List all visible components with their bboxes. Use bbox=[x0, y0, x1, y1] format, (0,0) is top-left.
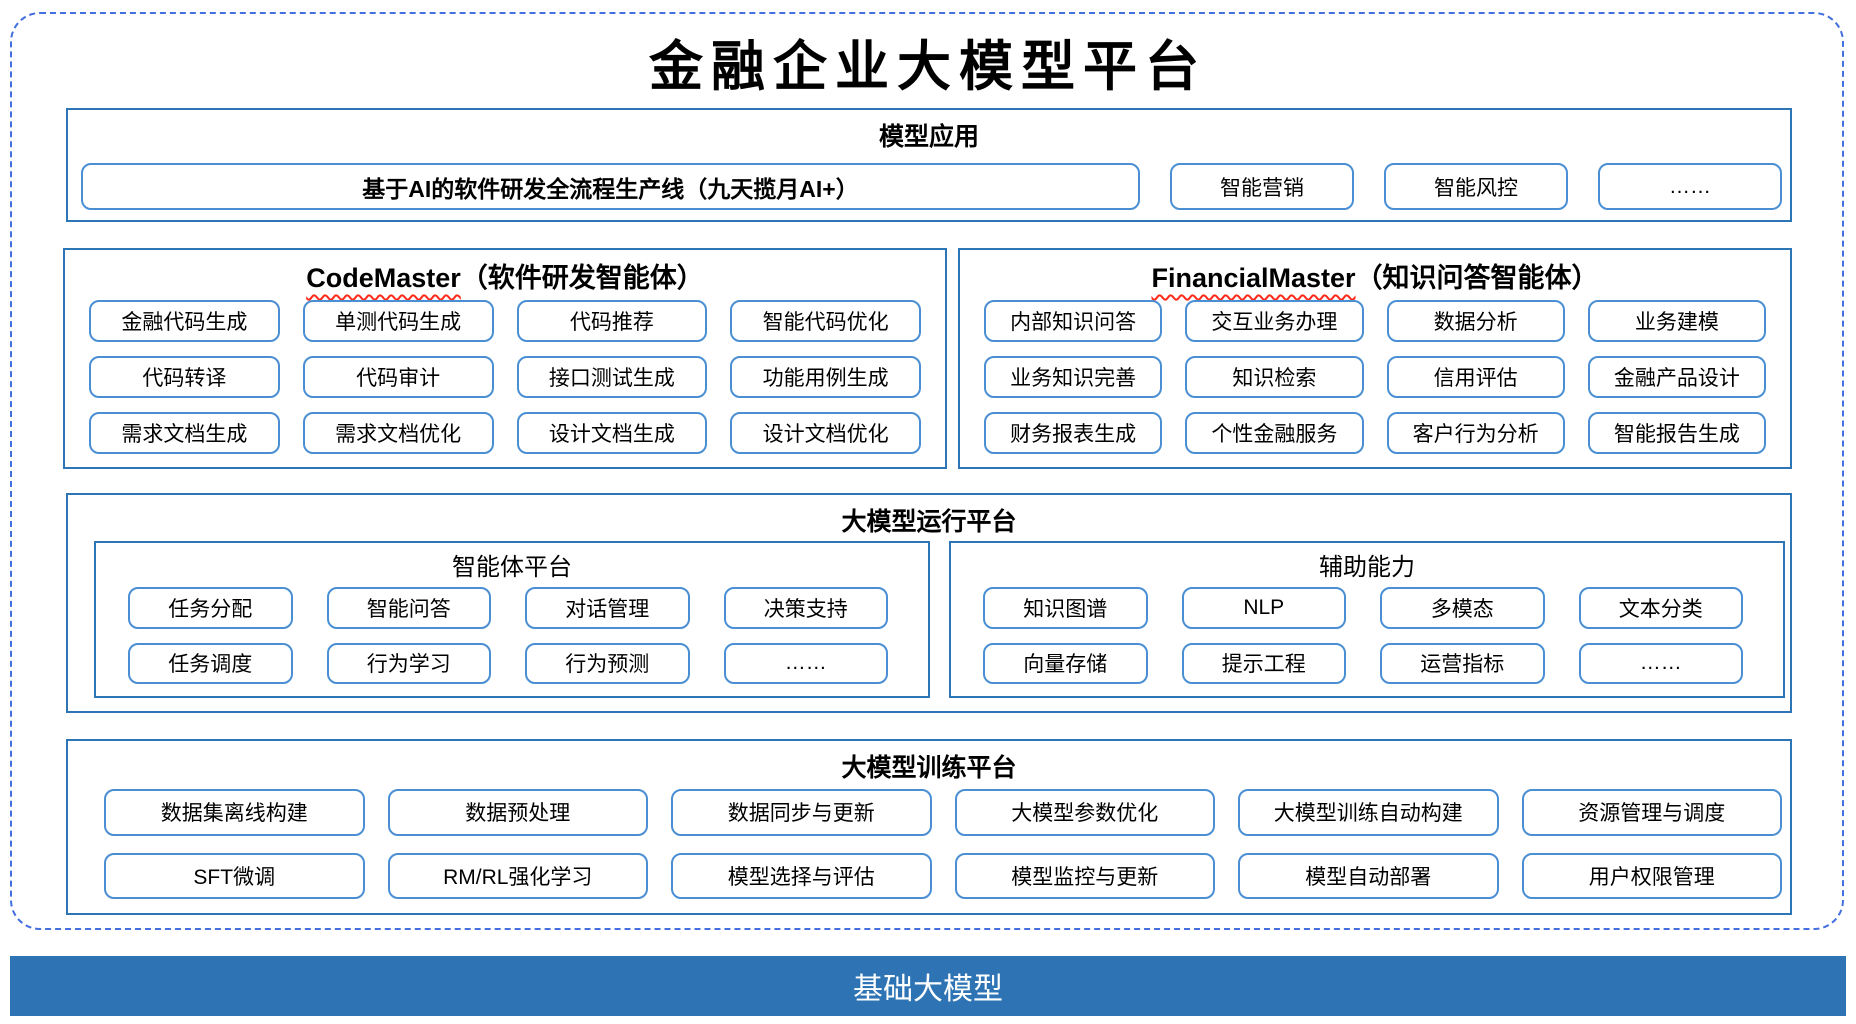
capability-box: 大模型训练自动构建 bbox=[1238, 789, 1499, 836]
capability-box: SFT微调 bbox=[104, 852, 365, 899]
capability-box: 智能营销 bbox=[1170, 163, 1354, 210]
section-runtime-platform: 大模型运行平台 智能体平台 任务分配 智能问答 对话管理 决策支持 任务调度 行… bbox=[66, 493, 1792, 713]
financialmaster-title-en: FinancialMaster bbox=[1151, 263, 1356, 293]
capability-box: 模型选择与评估 bbox=[671, 852, 932, 899]
codemaster-grid: 金融代码生成 单测代码生成 代码推荐 智能代码优化 代码转译 代码审计 接口测试… bbox=[89, 300, 921, 454]
section-codemaster: CodeMaster（软件研发智能体） 金融代码生成 单测代码生成 代码推荐 智… bbox=[63, 248, 947, 469]
section-model-application: 模型应用 基于AI的软件研发全流程生产线（九天揽月AI+） 智能营销 智能风控 … bbox=[66, 108, 1792, 222]
subpanel-auxiliary: 辅助能力 知识图谱 NLP 多模态 文本分类 向量存储 提示工程 运营指标 …… bbox=[949, 541, 1785, 698]
capability-box: 用户权限管理 bbox=[1521, 852, 1782, 899]
capability-box: 智能问答 bbox=[326, 587, 491, 629]
capability-box: 金融产品设计 bbox=[1587, 356, 1766, 398]
capability-box: 数据集离线构建 bbox=[104, 789, 365, 836]
ellipsis-box: …… bbox=[1598, 163, 1782, 210]
capability-box: 代码转译 bbox=[89, 356, 280, 398]
capability-box: 数据预处理 bbox=[387, 789, 648, 836]
capability-box: 模型自动部署 bbox=[1238, 852, 1499, 899]
section-title: 大模型运行平台 bbox=[841, 508, 1017, 536]
main-title: 金融企业大模型平台 bbox=[649, 34, 1207, 98]
capability-box: 决策支持 bbox=[723, 587, 888, 629]
financialmaster-grid: 内部知识问答 交互业务办理 数据分析 业务建模 业务知识完善 知识检索 信用评估… bbox=[984, 300, 1766, 454]
capability-box: 数据分析 bbox=[1386, 300, 1565, 342]
outer-dashed-frame bbox=[10, 12, 1844, 930]
financialmaster-title: FinancialMaster（知识问答智能体） bbox=[960, 256, 1790, 295]
agent-platform-grid: 任务分配 智能问答 对话管理 决策支持 任务调度 行为学习 行为预测 …… bbox=[128, 587, 888, 684]
section-title: 模型应用 bbox=[878, 123, 979, 151]
capability-box: 金融代码生成 bbox=[89, 300, 280, 342]
capability-box: 接口测试生成 bbox=[516, 356, 708, 398]
codemaster-title: CodeMaster（软件研发智能体） bbox=[65, 256, 945, 295]
capability-box: 交互业务办理 bbox=[1185, 300, 1364, 342]
runtime-subpanels: 智能体平台 任务分配 智能问答 对话管理 决策支持 任务调度 行为学习 行为预测… bbox=[94, 541, 1785, 698]
base-model-bar: 基础大模型 bbox=[10, 956, 1846, 1016]
capability-box: 运营指标 bbox=[1380, 642, 1545, 684]
capability-box: 智能风控 bbox=[1384, 163, 1568, 210]
capability-box: 业务建模 bbox=[1587, 300, 1766, 342]
ellipsis-box: …… bbox=[723, 642, 888, 684]
capability-box: RM/RL强化学习 bbox=[387, 852, 648, 899]
capability-box: 信用评估 bbox=[1386, 356, 1565, 398]
subpanel-agent-platform: 智能体平台 任务分配 智能问答 对话管理 决策支持 任务调度 行为学习 行为预测… bbox=[94, 541, 930, 698]
capability-box: 大模型参数优化 bbox=[954, 789, 1215, 836]
capability-box: 业务知识完善 bbox=[984, 356, 1163, 398]
capability-box: 模型监控与更新 bbox=[954, 852, 1215, 899]
capability-box: 对话管理 bbox=[525, 587, 690, 629]
capability-box: 多模态 bbox=[1380, 587, 1545, 629]
capability-box: 行为预测 bbox=[525, 642, 690, 684]
capability-box: 财务报表生成 bbox=[984, 412, 1163, 454]
section-financialmaster: FinancialMaster（知识问答智能体） 内部知识问答 交互业务办理 数… bbox=[958, 248, 1792, 469]
capability-box: 代码推荐 bbox=[516, 300, 708, 342]
model-app-row: 基于AI的软件研发全流程生产线（九天揽月AI+） 智能营销 智能风控 …… bbox=[81, 163, 1782, 210]
capability-box: 客户行为分析 bbox=[1386, 412, 1565, 454]
subpanel-title: 智能体平台 bbox=[452, 554, 572, 581]
capability-box: 智能代码优化 bbox=[730, 300, 921, 342]
section-title: 大模型训练平台 bbox=[841, 754, 1017, 782]
capability-box: 设计文档生成 bbox=[516, 412, 708, 454]
section-training-platform: 大模型训练平台 数据集离线构建 数据预处理 数据同步与更新 大模型参数优化 大模… bbox=[66, 739, 1792, 915]
capability-box: 个性金融服务 bbox=[1185, 412, 1364, 454]
capability-box: 需求文档生成 bbox=[89, 412, 280, 454]
subpanel-title: 辅助能力 bbox=[1319, 554, 1415, 581]
capability-box: 提示工程 bbox=[1181, 642, 1346, 684]
training-grid: 数据集离线构建 数据预处理 数据同步与更新 大模型参数优化 大模型训练自动构建 … bbox=[104, 789, 1782, 899]
agents-row: CodeMaster（软件研发智能体） 金融代码生成 单测代码生成 代码推荐 智… bbox=[63, 248, 1792, 469]
pipeline-box: 基于AI的软件研发全流程生产线（九天揽月AI+） bbox=[81, 163, 1140, 210]
capability-box: 代码审计 bbox=[302, 356, 494, 398]
financialmaster-title-zh: （知识问答智能体） bbox=[1355, 263, 1599, 293]
capability-box: 智能报告生成 bbox=[1587, 412, 1766, 454]
capability-box: 任务分配 bbox=[128, 587, 293, 629]
capability-box: 需求文档优化 bbox=[302, 412, 494, 454]
capability-box: 数据同步与更新 bbox=[671, 789, 932, 836]
capability-box: 文本分类 bbox=[1578, 587, 1743, 629]
ellipsis-box: …… bbox=[1578, 642, 1743, 684]
capability-box: 资源管理与调度 bbox=[1521, 789, 1782, 836]
capability-box: 知识图谱 bbox=[983, 587, 1148, 629]
capability-box: 行为学习 bbox=[326, 642, 491, 684]
capability-box: 任务调度 bbox=[128, 642, 293, 684]
codemaster-title-zh: （软件研发智能体） bbox=[460, 263, 704, 293]
codemaster-title-en: CodeMaster bbox=[306, 263, 461, 293]
auxiliary-grid: 知识图谱 NLP 多模态 文本分类 向量存储 提示工程 运营指标 …… bbox=[983, 587, 1743, 684]
capability-box: 单测代码生成 bbox=[302, 300, 494, 342]
capability-box: 功能用例生成 bbox=[730, 356, 921, 398]
capability-box: 内部知识问答 bbox=[984, 300, 1163, 342]
capability-box: 知识检索 bbox=[1185, 356, 1364, 398]
capability-box: 设计文档优化 bbox=[730, 412, 921, 454]
base-model-label: 基础大模型 bbox=[853, 973, 1003, 1006]
capability-box: NLP bbox=[1181, 587, 1346, 629]
capability-box: 向量存储 bbox=[983, 642, 1148, 684]
